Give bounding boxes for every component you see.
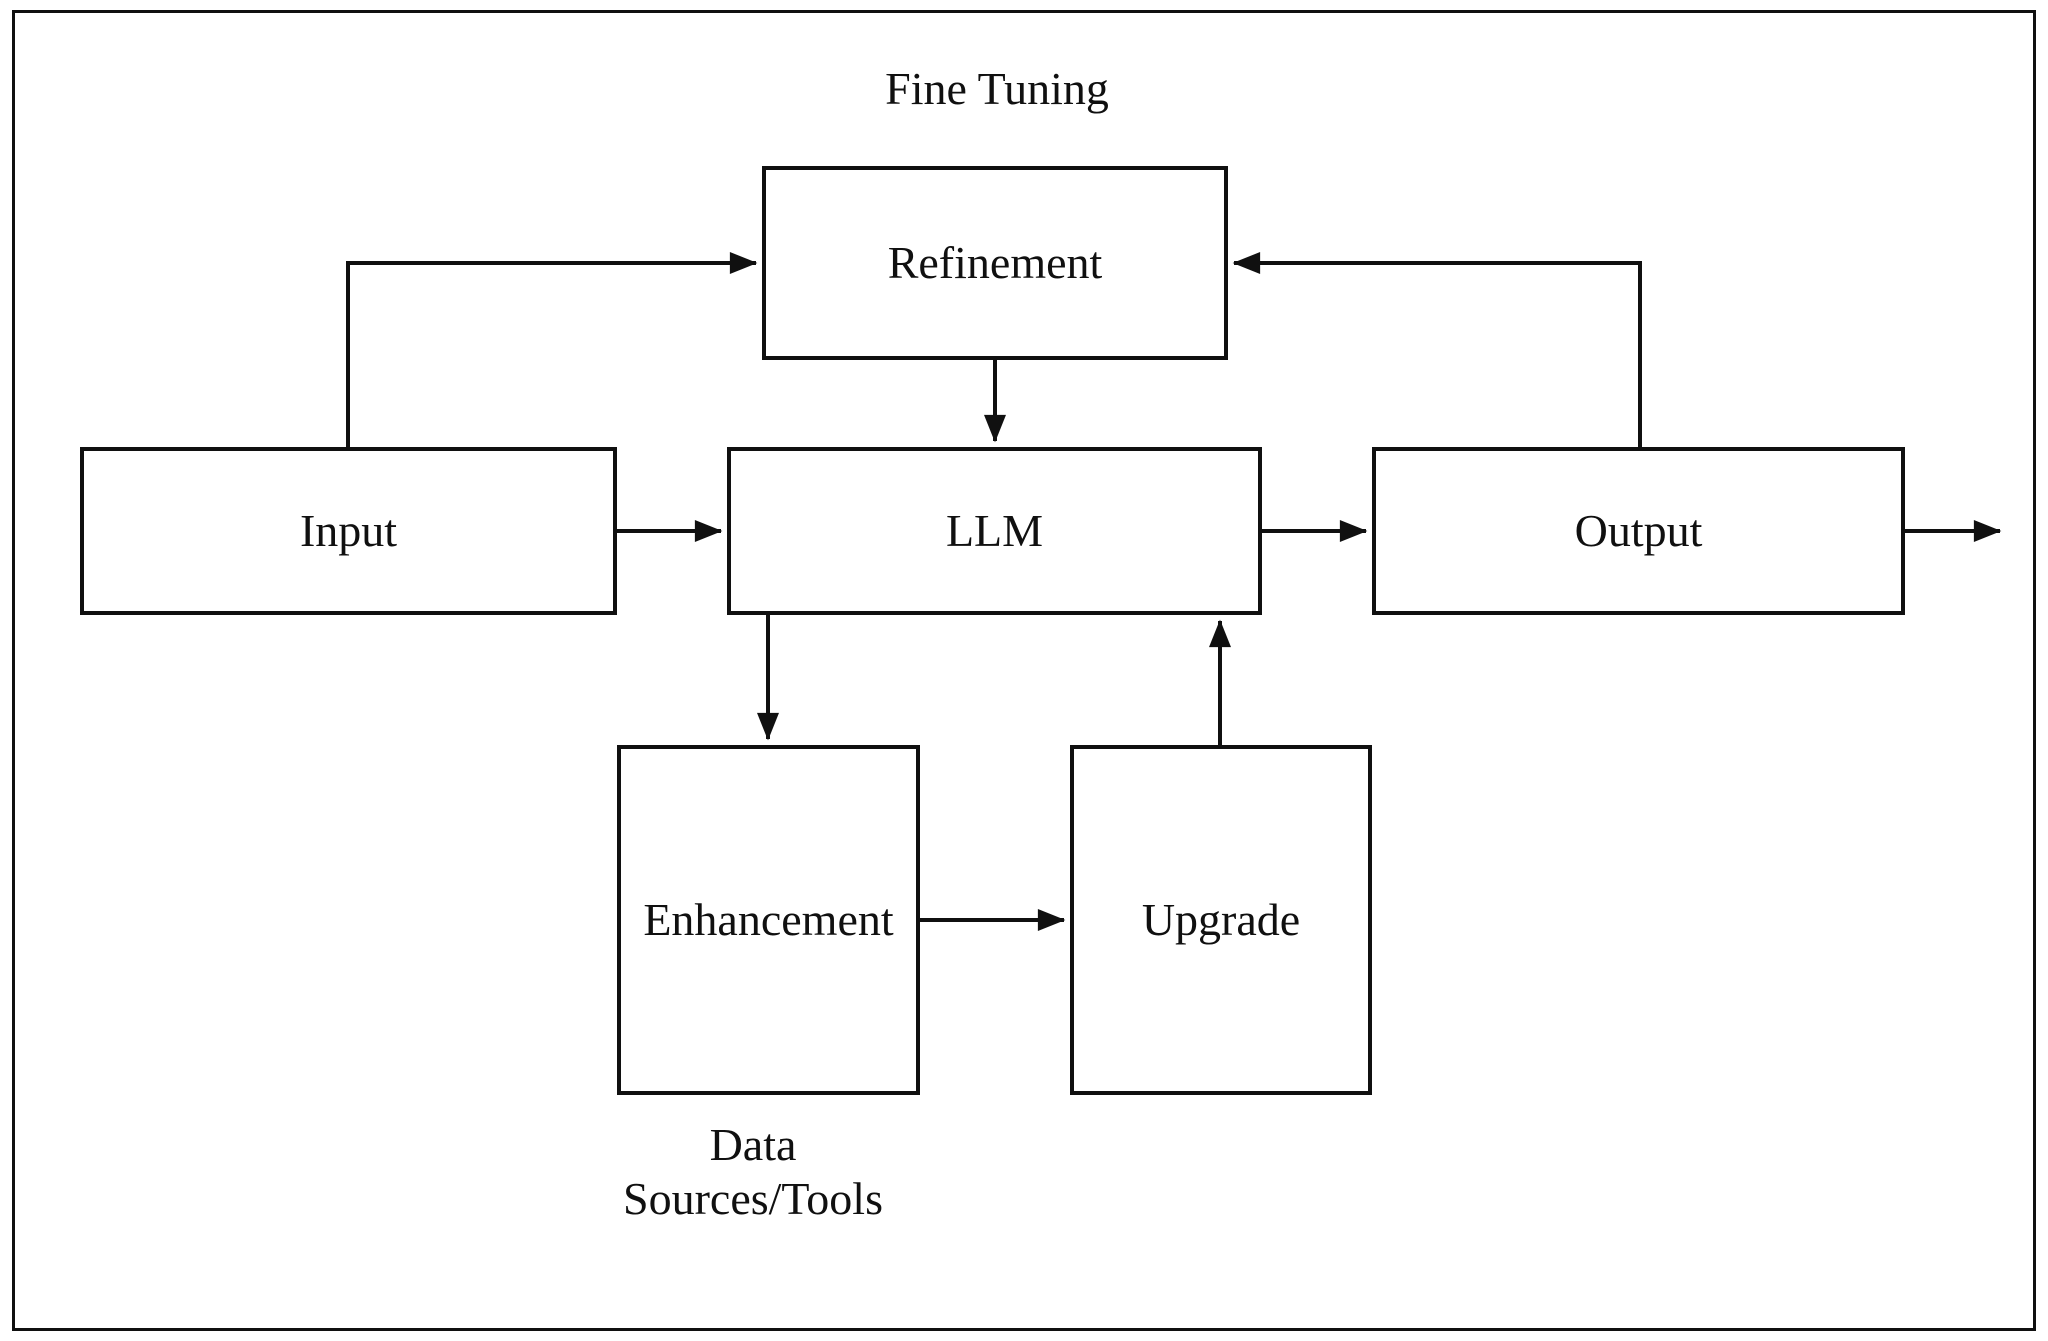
caption-line-2: Sources/Tools (623, 1173, 883, 1224)
node-upgrade: Upgrade (1070, 745, 1372, 1095)
node-refinement-label: Refinement (887, 237, 1103, 288)
caption-line-1: Data (709, 1119, 797, 1170)
edge-output-to-refinement (1232, 252, 1642, 447)
node-llm-label: LLM (945, 505, 1044, 556)
node-input: Input (80, 447, 617, 615)
node-upgrade-label: Upgrade (1141, 894, 1301, 945)
enhancement-caption: Data Sources/Tools (623, 1118, 883, 1226)
diagram-title: Fine Tuning (885, 63, 1109, 114)
node-enhancement-label: Enhancement (643, 894, 894, 945)
node-llm: LLM (727, 447, 1262, 615)
node-output-label: Output (1574, 505, 1703, 556)
node-output: Output (1372, 447, 1905, 615)
node-refinement: Refinement (762, 166, 1228, 360)
edge-input-to-refinement (346, 252, 758, 447)
node-enhancement: Enhancement (617, 745, 920, 1095)
node-input-label: Input (299, 505, 398, 556)
diagram-border (12, 10, 2036, 1331)
